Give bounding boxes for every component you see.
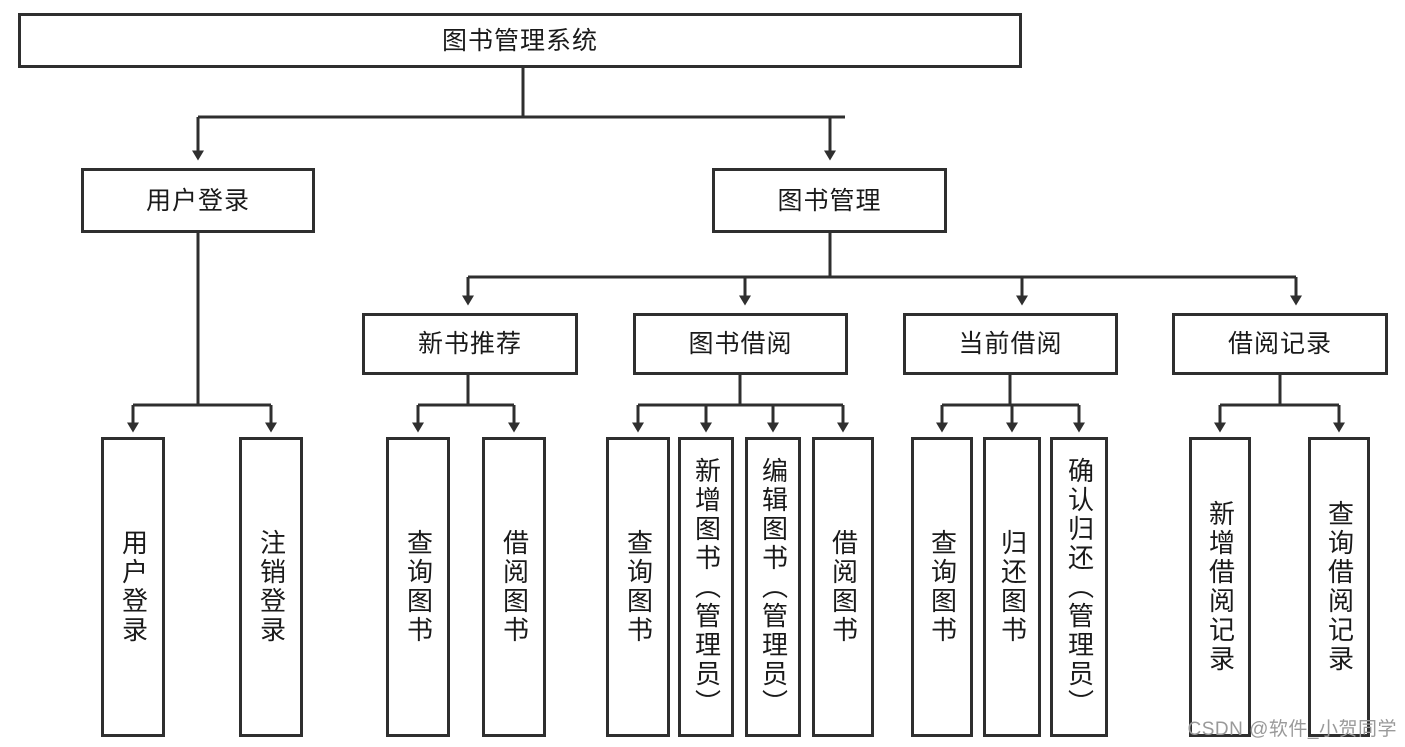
leaf-add-borrow-record[interactable]: 新增借阅记录: [1189, 437, 1251, 737]
leaf-query-book-borrow-label: 查询图书: [623, 529, 654, 645]
leaf-add-book-admin-label: 新增图书（管理员）: [691, 456, 722, 718]
node-borrow-record-label: 借阅记录: [1227, 330, 1332, 358]
leaf-add-book-admin[interactable]: 新增图书（管理员）: [678, 437, 734, 737]
leaf-query-borrow-record[interactable]: 查询借阅记录: [1308, 437, 1370, 737]
leaf-add-borrow-record-label: 新增借阅记录: [1205, 500, 1236, 674]
node-root[interactable]: 图书管理系统: [18, 13, 1022, 68]
node-new-book-recommend[interactable]: 新书推荐: [362, 313, 578, 375]
node-root-label: 图书管理系统: [441, 26, 598, 55]
leaf-query-book-current-label: 查询图书: [927, 529, 958, 645]
leaf-confirm-return-admin[interactable]: 确认归还（管理员）: [1050, 437, 1108, 737]
node-book-management[interactable]: 图书管理: [712, 168, 947, 233]
leaf-query-book-recommend-label: 查询图书: [403, 529, 434, 645]
leaf-logout[interactable]: 注销登录: [239, 437, 303, 737]
leaf-borrow-book-label: 借阅图书: [828, 529, 859, 645]
node-book-borrow-label: 图书借阅: [688, 330, 793, 358]
leaf-return-book-label: 归还图书: [997, 529, 1028, 645]
leaf-user-login-label: 用户登录: [118, 529, 149, 645]
leaf-borrow-book-recommend-label: 借阅图书: [499, 529, 530, 645]
leaf-edit-book-admin[interactable]: 编辑图书（管理员）: [745, 437, 801, 737]
node-current-borrow[interactable]: 当前借阅: [903, 313, 1118, 375]
leaf-query-book-current[interactable]: 查询图书: [911, 437, 973, 737]
node-user-login[interactable]: 用户登录: [81, 168, 315, 233]
leaf-borrow-book[interactable]: 借阅图书: [812, 437, 874, 737]
node-current-borrow-label: 当前借阅: [958, 330, 1063, 358]
watermark: CSDN @软件_小贺同学: [1187, 719, 1397, 740]
node-new-book-recommend-label: 新书推荐: [417, 330, 522, 358]
node-book-borrow[interactable]: 图书借阅: [633, 313, 848, 375]
node-book-management-label: 图书管理: [777, 186, 882, 215]
node-borrow-record[interactable]: 借阅记录: [1172, 313, 1388, 375]
leaf-user-login[interactable]: 用户登录: [101, 437, 165, 737]
leaf-confirm-return-admin-label: 确认归还（管理员）: [1064, 456, 1095, 718]
leaf-query-book-recommend[interactable]: 查询图书: [386, 437, 450, 737]
leaf-return-book[interactable]: 归还图书: [983, 437, 1041, 737]
leaf-logout-label: 注销登录: [256, 529, 287, 645]
leaf-query-book-borrow[interactable]: 查询图书: [606, 437, 670, 737]
node-user-login-label: 用户登录: [145, 186, 250, 215]
leaf-edit-book-admin-label: 编辑图书（管理员）: [758, 456, 789, 718]
leaf-borrow-book-recommend[interactable]: 借阅图书: [482, 437, 546, 737]
leaf-query-borrow-record-label: 查询借阅记录: [1324, 500, 1355, 674]
